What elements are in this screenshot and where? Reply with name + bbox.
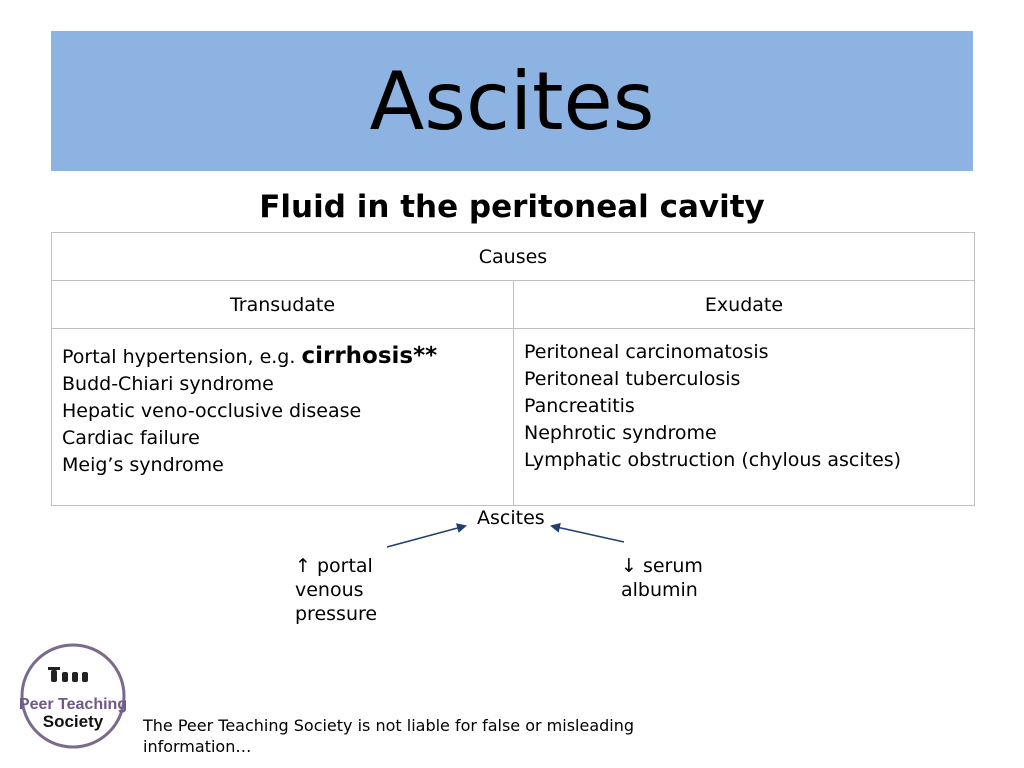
disclaimer: The Peer Teaching Society is not liable … xyxy=(143,716,635,756)
transudate-item: Portal hypertension, e.g. cirrhosis** xyxy=(62,343,503,371)
exudate-item: Lymphatic obstruction (chylous ascites) xyxy=(524,449,902,471)
transudate-item: Cardiac failure xyxy=(62,427,200,449)
exudate-item: Nephrotic syndrome xyxy=(524,422,717,444)
serum-albumin-line: albumin xyxy=(621,579,698,601)
transudate-item-prefix: Portal hypertension, e.g. xyxy=(62,346,302,368)
exudate-cell: Peritoneal carcinomatosis Peritoneal tub… xyxy=(513,328,975,506)
people-icon xyxy=(48,667,88,682)
portal-pressure-line: venous xyxy=(295,579,364,601)
transudate-item: Budd-Chiari syndrome xyxy=(62,373,274,395)
logo-text-line2: Society xyxy=(43,712,104,731)
transudate-item: Meig’s syndrome xyxy=(62,454,224,476)
serum-albumin-line: ↓ serum xyxy=(621,555,703,577)
serum-albumin-label: ↓ serum albumin xyxy=(621,554,703,602)
diagram-center-label: Ascites xyxy=(477,507,545,529)
transudate-cell: Portal hypertension, e.g. cirrhosis** Bu… xyxy=(51,328,514,506)
causes-table: Causes Transudate Exudate Portal hyperte… xyxy=(51,232,975,506)
title-band: Ascites xyxy=(51,31,973,171)
exudate-item: Pancreatitis xyxy=(524,395,635,417)
portal-pressure-line: ↑ portal xyxy=(295,555,373,577)
exudate-item: Peritoneal carcinomatosis xyxy=(524,341,769,363)
transudate-header: Transudate xyxy=(51,280,514,329)
exudate-item: Peritoneal tuberculosis xyxy=(524,368,741,390)
left-arrow xyxy=(386,523,467,548)
slide-subtitle: Fluid in the peritoneal cavity xyxy=(259,189,765,225)
slide-title: Ascites xyxy=(369,55,655,148)
exudate-header: Exudate xyxy=(513,280,975,329)
portal-pressure-line: pressure xyxy=(295,603,378,625)
logo-text-line1: Peer Teaching xyxy=(20,696,126,713)
portal-pressure-label: ↑ portal venous pressure xyxy=(295,554,377,626)
peer-teaching-society-logo: Peer Teaching Society xyxy=(20,643,126,749)
cirrhosis-emphasis: cirrhosis** xyxy=(301,343,438,369)
causes-header: Causes xyxy=(51,232,975,281)
right-arrow xyxy=(550,522,625,543)
transudate-item: Hepatic veno-occlusive disease xyxy=(62,400,362,422)
